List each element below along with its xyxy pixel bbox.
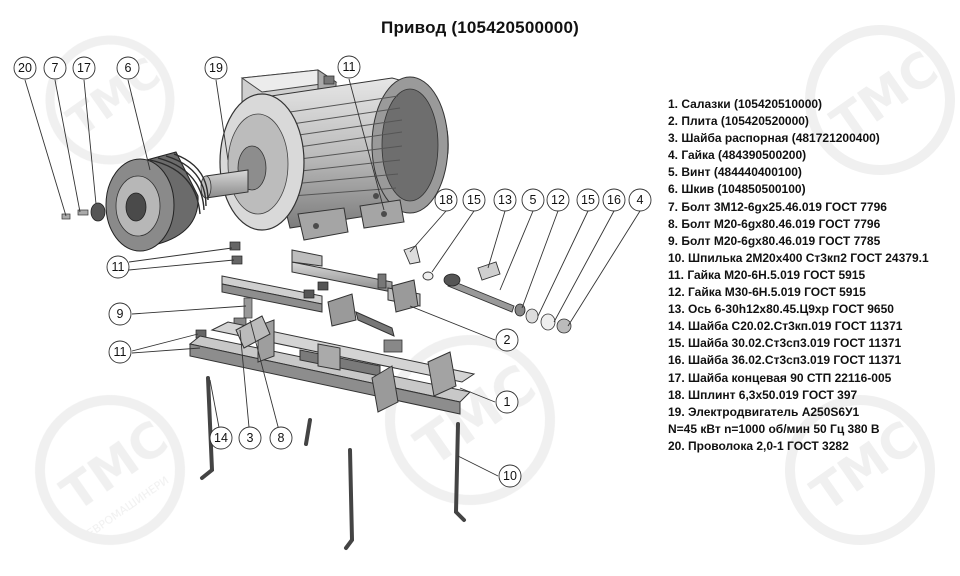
callout-13: 13 <box>498 193 512 207</box>
callout-11-top: 11 <box>343 60 356 74</box>
parts-list-item: 19. Электродвигатель А250S6У1 <box>668 404 860 419</box>
motor-spec-line: N=45 кВт n=1000 об/мин 50 Гц 380 В <box>668 421 880 436</box>
parts-list-item: 10. Шпилька 2М20х400 Ст3кп2 ГОСТ 24379.1 <box>668 250 929 265</box>
callout-17: 17 <box>77 61 91 75</box>
callout-9: 9 <box>117 307 124 321</box>
parts-list-item: 5. Винт (484440400100) <box>668 165 802 180</box>
end-washer-and-bolt <box>61 202 106 222</box>
callouts: 20 7 17 6 19 11 18 15 13 5 12 15 16 4 11… <box>13 55 652 488</box>
watermark-left: ТМС ЕВРОМАШИНЕРИ <box>35 395 185 545</box>
parts-list-item: 4. Гайка (484390500200) <box>668 148 807 163</box>
callout-1: 1 <box>504 395 511 409</box>
parts-list-item: 14. Шайба С20.02.Ст3кп.019 ГОСТ 11371 <box>668 319 903 334</box>
callout-3: 3 <box>247 431 254 445</box>
parts-list: 1. Салазки (105420510000) 2. Плита (1054… <box>668 96 958 455</box>
slide-rails <box>188 315 476 415</box>
parts-list-item: 9. Болт М20-6gx80.46.019 ГОСТ 7785 <box>668 233 881 248</box>
callout-15-a: 15 <box>467 193 481 207</box>
callout-5: 5 <box>530 193 537 207</box>
parts-list-item: 16. Шайба 36.02.Ст3сп3.019 ГОСТ 11371 <box>668 353 902 368</box>
page-title: Привод (105420500000) <box>381 18 579 37</box>
parts-list-item: 18. Шплинт 6,3х50.019 ГОСТ 397 <box>668 387 858 402</box>
parts-list-item: 20. Проволока 2,0-1 ГОСТ 3282 <box>668 438 849 453</box>
parts-list-item: 1. Салазки (105420510000) <box>668 97 823 111</box>
parts-list-item: 12. Гайка М30-6Н.5.019 ГОСТ 5915 <box>668 285 866 300</box>
electric-motor <box>200 69 449 241</box>
callout-2: 2 <box>504 333 511 347</box>
callout-14: 14 <box>214 431 228 445</box>
parts-list-item: 3. Шайба распорная (481721200400) <box>668 131 880 146</box>
motor-plate <box>221 249 421 353</box>
parts-list-item: 13. Ось 6-30h12x80.45.Ц9хр ГОСТ 9650 <box>668 302 894 317</box>
parts-list-item: 15. Шайба 30.02.Ст3сп3.019 ГОСТ 11371 <box>668 336 902 351</box>
anchor-studs <box>200 376 466 550</box>
parts-list-item: 8. Болт М20-6gx80.46.019 ГОСТ 7796 <box>668 216 881 231</box>
callout-19: 19 <box>209 61 223 75</box>
parts-list-item: 7. Болт 3М12-6gx25.46.019 ГОСТ 7796 <box>668 199 887 214</box>
parts-list-item: 2. Плита (105420520000) <box>668 114 809 129</box>
callout-6: 6 <box>125 61 132 75</box>
callout-12: 12 <box>551 193 565 207</box>
callout-10: 10 <box>503 469 517 483</box>
callout-20: 20 <box>18 61 32 75</box>
callout-18: 18 <box>439 193 453 207</box>
nuts-upper <box>229 241 243 265</box>
tension-screw-assembly <box>403 245 572 334</box>
callout-15-b: 15 <box>581 193 595 207</box>
callout-11-a: 11 <box>112 260 125 274</box>
callout-11-b: 11 <box>114 345 127 359</box>
pulley <box>105 151 209 252</box>
callout-16: 16 <box>607 193 621 207</box>
parts-list-item: 11. Гайка М20-6Н.5.019 ГОСТ 5915 <box>668 267 866 282</box>
callout-4: 4 <box>637 193 644 207</box>
parts-list-item: 17. Шайба концевая 90 СТП 22116-005 <box>668 370 892 385</box>
parts-list-item: 6. Шкив (104850500100) <box>668 182 806 197</box>
callout-7: 7 <box>52 61 59 75</box>
callout-8: 8 <box>278 431 285 445</box>
